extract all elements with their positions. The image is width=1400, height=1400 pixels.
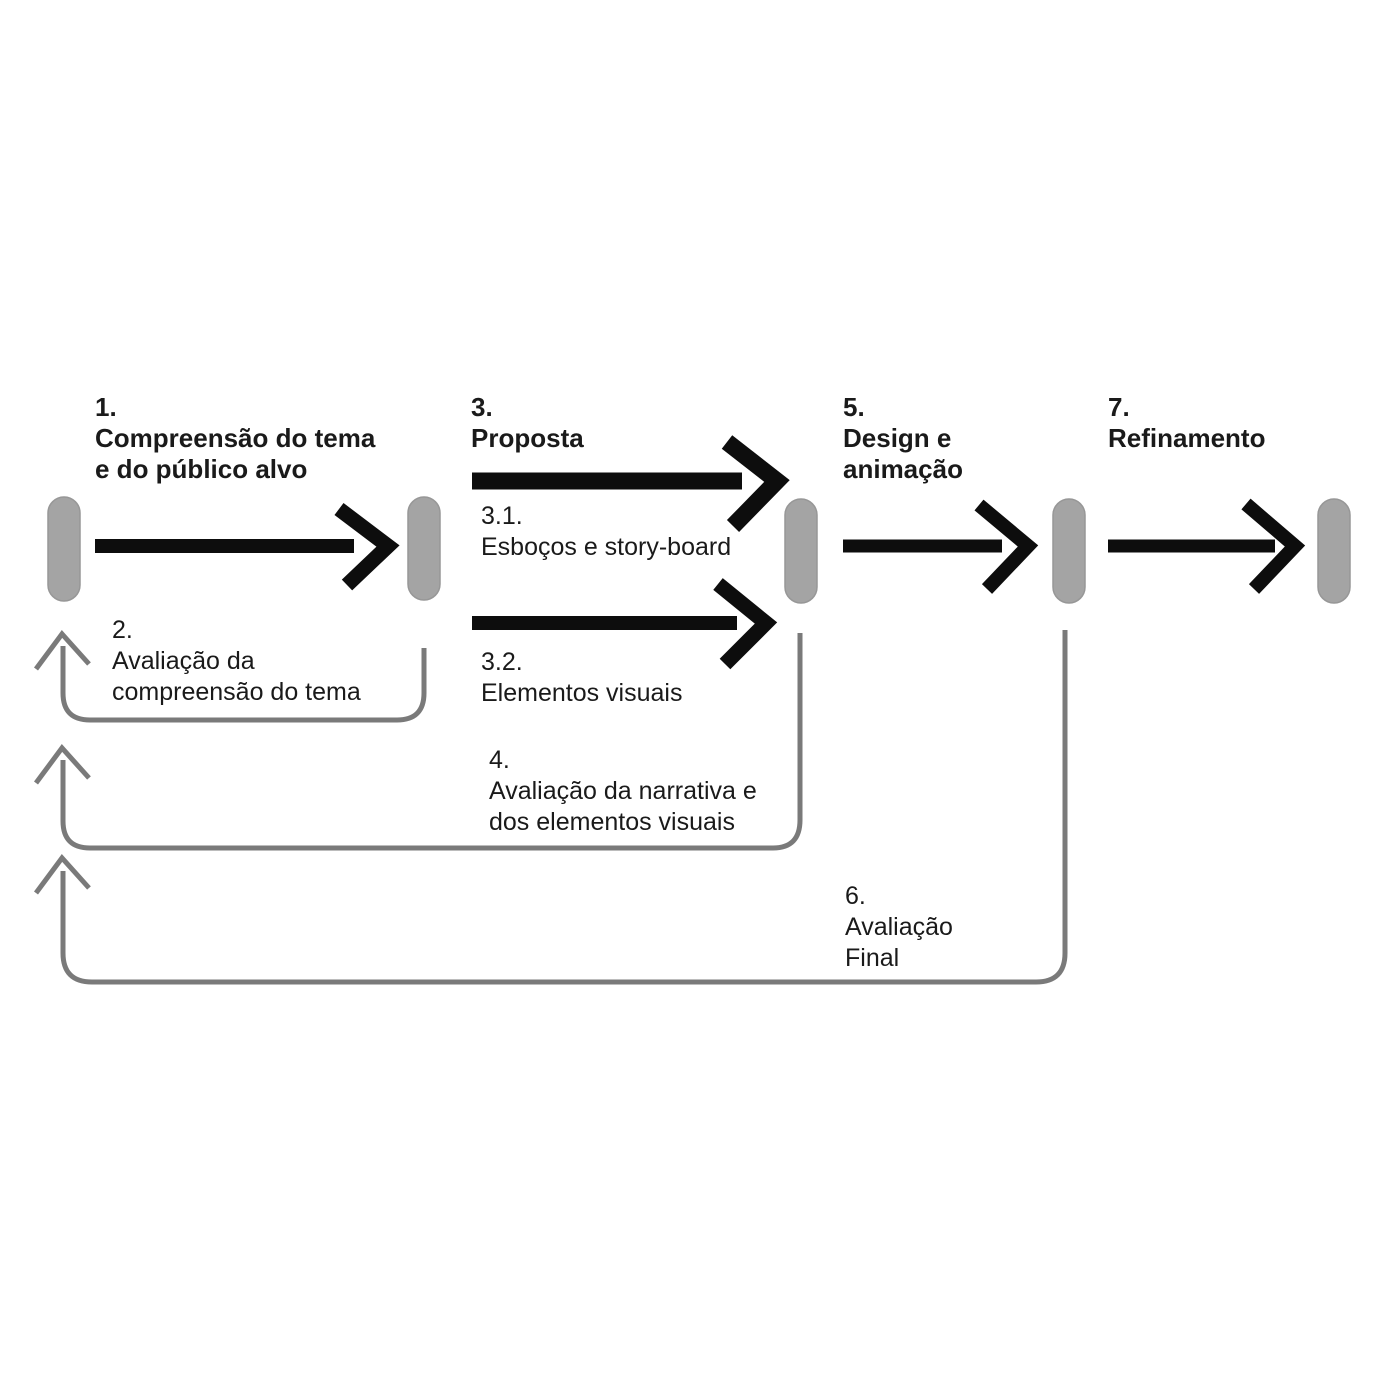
forward-arrow-stage-3-2 xyxy=(472,578,778,670)
feedback-loop-6 xyxy=(33,630,1068,985)
label-step-5-number: 5. xyxy=(843,392,865,422)
label-step-7: 7. Refinamento xyxy=(1108,392,1265,454)
label-step-4-text: Avaliação da narrativa e xyxy=(489,777,757,805)
label-step-3: 3. Proposta xyxy=(471,392,584,454)
label-step-7-text: Refinamento xyxy=(1108,423,1266,453)
forward-arrow-stage-3-1 xyxy=(472,435,790,532)
label-step-3-2-number: 3.2. xyxy=(481,648,523,676)
label-step-5-text: animação xyxy=(843,454,963,484)
label-step-3-text: Proposta xyxy=(471,423,584,453)
label-step-3-2-text: Elementos visuais xyxy=(481,679,683,707)
forward-arrow-stage-7 xyxy=(1108,498,1306,594)
label-step-2-number: 2. xyxy=(112,616,133,644)
label-step-3-number: 3. xyxy=(471,392,493,422)
arrow-up-icon xyxy=(33,744,91,785)
arrow-up-icon xyxy=(33,630,91,671)
label-step-5-text: Design e xyxy=(843,423,952,453)
label-step-4-text: dos elementos visuais xyxy=(489,808,735,836)
label-step-7-number: 7. xyxy=(1108,392,1130,422)
label-step-3-2: 3.2. Elementos visuais xyxy=(481,647,682,709)
arrow-right-icon xyxy=(334,503,400,591)
label-step-3-1-text: Esboços e story-board xyxy=(481,533,732,561)
label-step-6-number: 6. xyxy=(845,882,866,910)
label-step-5: 5. Design e animação xyxy=(843,392,963,485)
milestone-node-1 xyxy=(47,496,81,602)
label-step-3-1: 3.1. Esboços e story-board xyxy=(481,501,731,563)
feedback-loop-4 xyxy=(33,633,803,851)
label-step-2: 2. Avaliação da compreensão do tema xyxy=(112,615,361,708)
arrow-up-icon xyxy=(33,854,91,895)
label-step-6-text: Final xyxy=(845,944,900,972)
forward-arrow-stage-5 xyxy=(843,499,1039,594)
arrow-right-icon xyxy=(721,435,790,532)
label-step-4: 4. Avaliação da narrativa e dos elemento… xyxy=(489,745,757,838)
label-step-1-number: 1. xyxy=(95,392,117,422)
feedback-loop-2 xyxy=(33,630,427,723)
label-step-3-1-number: 3.1. xyxy=(481,502,523,530)
label-step-1-text: Compreensão do tema xyxy=(95,423,376,453)
milestone-node-5 xyxy=(1317,498,1351,604)
label-step-1: 1. Compreensão do tema e do público alvo xyxy=(95,392,375,485)
label-step-1-text: e do público alvo xyxy=(95,454,308,484)
arrow-right-icon xyxy=(974,499,1039,594)
forward-arrow-stage-1 xyxy=(95,503,400,591)
label-step-2-text: compreensão do tema xyxy=(112,678,361,706)
arrow-right-icon xyxy=(1241,498,1306,594)
milestone-node-3 xyxy=(784,498,818,604)
milestone-node-4 xyxy=(1052,498,1086,604)
label-step-6-text: Avaliação xyxy=(845,913,953,941)
label-step-6: 6. Avaliação Final xyxy=(845,881,953,974)
arrow-right-icon xyxy=(713,578,778,670)
label-step-4-number: 4. xyxy=(489,746,510,774)
milestone-node-2 xyxy=(407,496,441,601)
label-step-2-text: Avaliação da xyxy=(112,647,255,675)
